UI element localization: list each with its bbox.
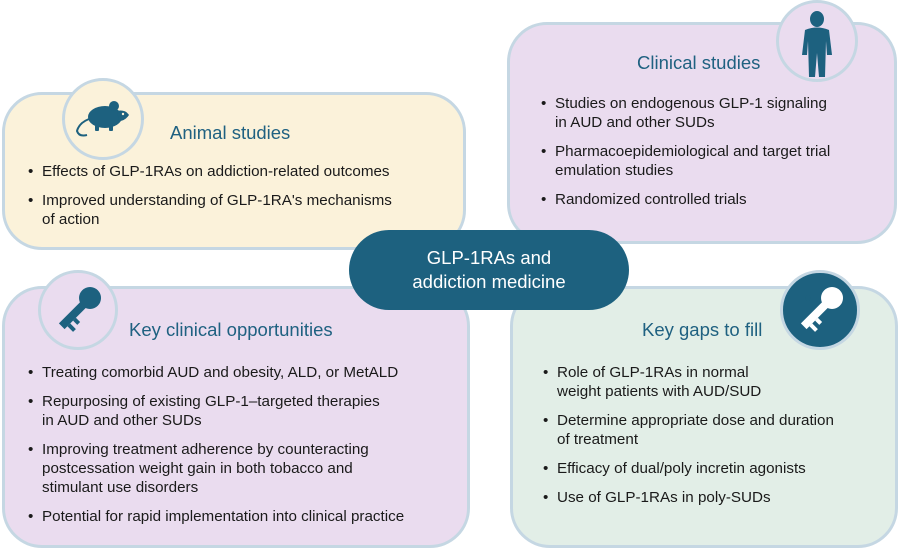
clinical-icon-circle	[776, 0, 858, 82]
list-item: Improving treatment adherence by counter…	[28, 440, 463, 497]
opportunities-bullets: Treating comorbid AUD and obesity, ALD, …	[28, 363, 463, 536]
gaps-bullets: Role of GLP-1RAs in normal weight patien…	[543, 363, 888, 517]
person-icon	[802, 11, 832, 77]
list-item: Role of GLP-1RAs in normal weight patien…	[543, 363, 888, 401]
key-gaps-title: Key gaps to fill	[642, 319, 763, 340]
list-item: Treating comorbid AUD and obesity, ALD, …	[28, 363, 463, 382]
gaps-icon-circle	[780, 270, 860, 350]
center-topic-label: GLP-1RAs and addiction medicine	[349, 230, 629, 310]
key-icon	[58, 286, 102, 332]
list-item: Pharmacoepidemiological and target trial…	[541, 142, 886, 180]
list-item: Repurposing of existing GLP-1–targeted t…	[28, 392, 463, 430]
animal-bullets: Effects of GLP-1RAs on addiction-related…	[28, 162, 458, 239]
list-item: Effects of GLP-1RAs on addiction-related…	[28, 162, 458, 181]
list-item: Determine appropriate dose and duration …	[543, 411, 888, 449]
clinical-bullets: Studies on endogenous GLP-1 signaling in…	[541, 94, 886, 219]
list-item: Use of GLP-1RAs in poly-SUDs	[543, 488, 888, 507]
key-opportunities-title: Key clinical opportunities	[129, 319, 333, 340]
list-item: Studies on endogenous GLP-1 signaling in…	[541, 94, 886, 132]
opportunities-icon-circle	[38, 270, 118, 350]
clinical-studies-title: Clinical studies	[637, 52, 761, 73]
key-icon	[800, 286, 844, 332]
animal-icon-circle	[62, 78, 144, 160]
list-item: Potential for rapid implementation into …	[28, 507, 463, 526]
mouse-icon	[75, 101, 129, 137]
list-item: Randomized controlled trials	[541, 190, 886, 209]
list-item: Efficacy of dual/poly incretin agonists	[543, 459, 888, 478]
list-item: Improved understanding of GLP-1RA's mech…	[28, 191, 458, 229]
animal-studies-title: Animal studies	[170, 122, 291, 143]
